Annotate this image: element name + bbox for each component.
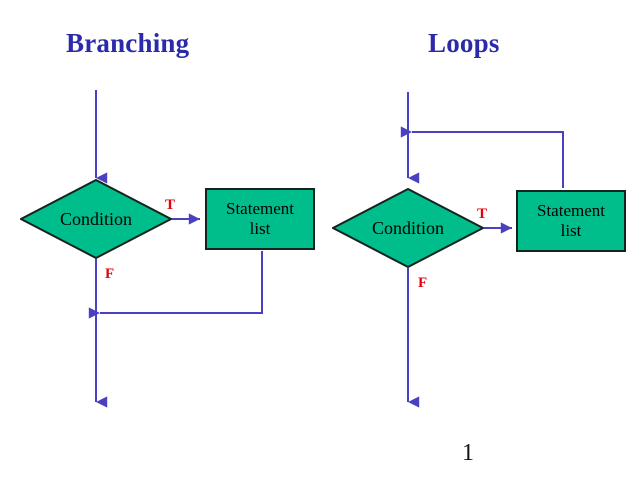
diamond-shape — [20, 179, 172, 259]
panel-title-loops: Loops — [428, 28, 500, 58]
loops-process-node[interactable]: Statement list — [516, 190, 626, 252]
branching-process-line1: Statement — [226, 198, 294, 218]
branching-process-node[interactable]: Statement list — [205, 188, 315, 250]
diamond-shape — [332, 188, 484, 268]
loops-true-label: T — [477, 206, 488, 222]
page-number: 1 — [462, 440, 474, 466]
loops-decision-node[interactable]: Condition — [332, 188, 484, 268]
branching-decision-node[interactable]: Condition — [20, 179, 172, 259]
branching-process-return — [88, 251, 263, 319]
panel-title-branching: Branching — [66, 28, 190, 58]
loops-process-line1: Statement — [537, 200, 605, 220]
branching-false-label: F — [105, 266, 115, 282]
loops-process-line2: list — [560, 221, 582, 240]
branching-process-line2: list — [249, 219, 271, 238]
branching-true-label: T — [165, 197, 176, 213]
loops-loop-back-arrow — [400, 126, 564, 188]
loops-false-label: F — [418, 275, 428, 291]
